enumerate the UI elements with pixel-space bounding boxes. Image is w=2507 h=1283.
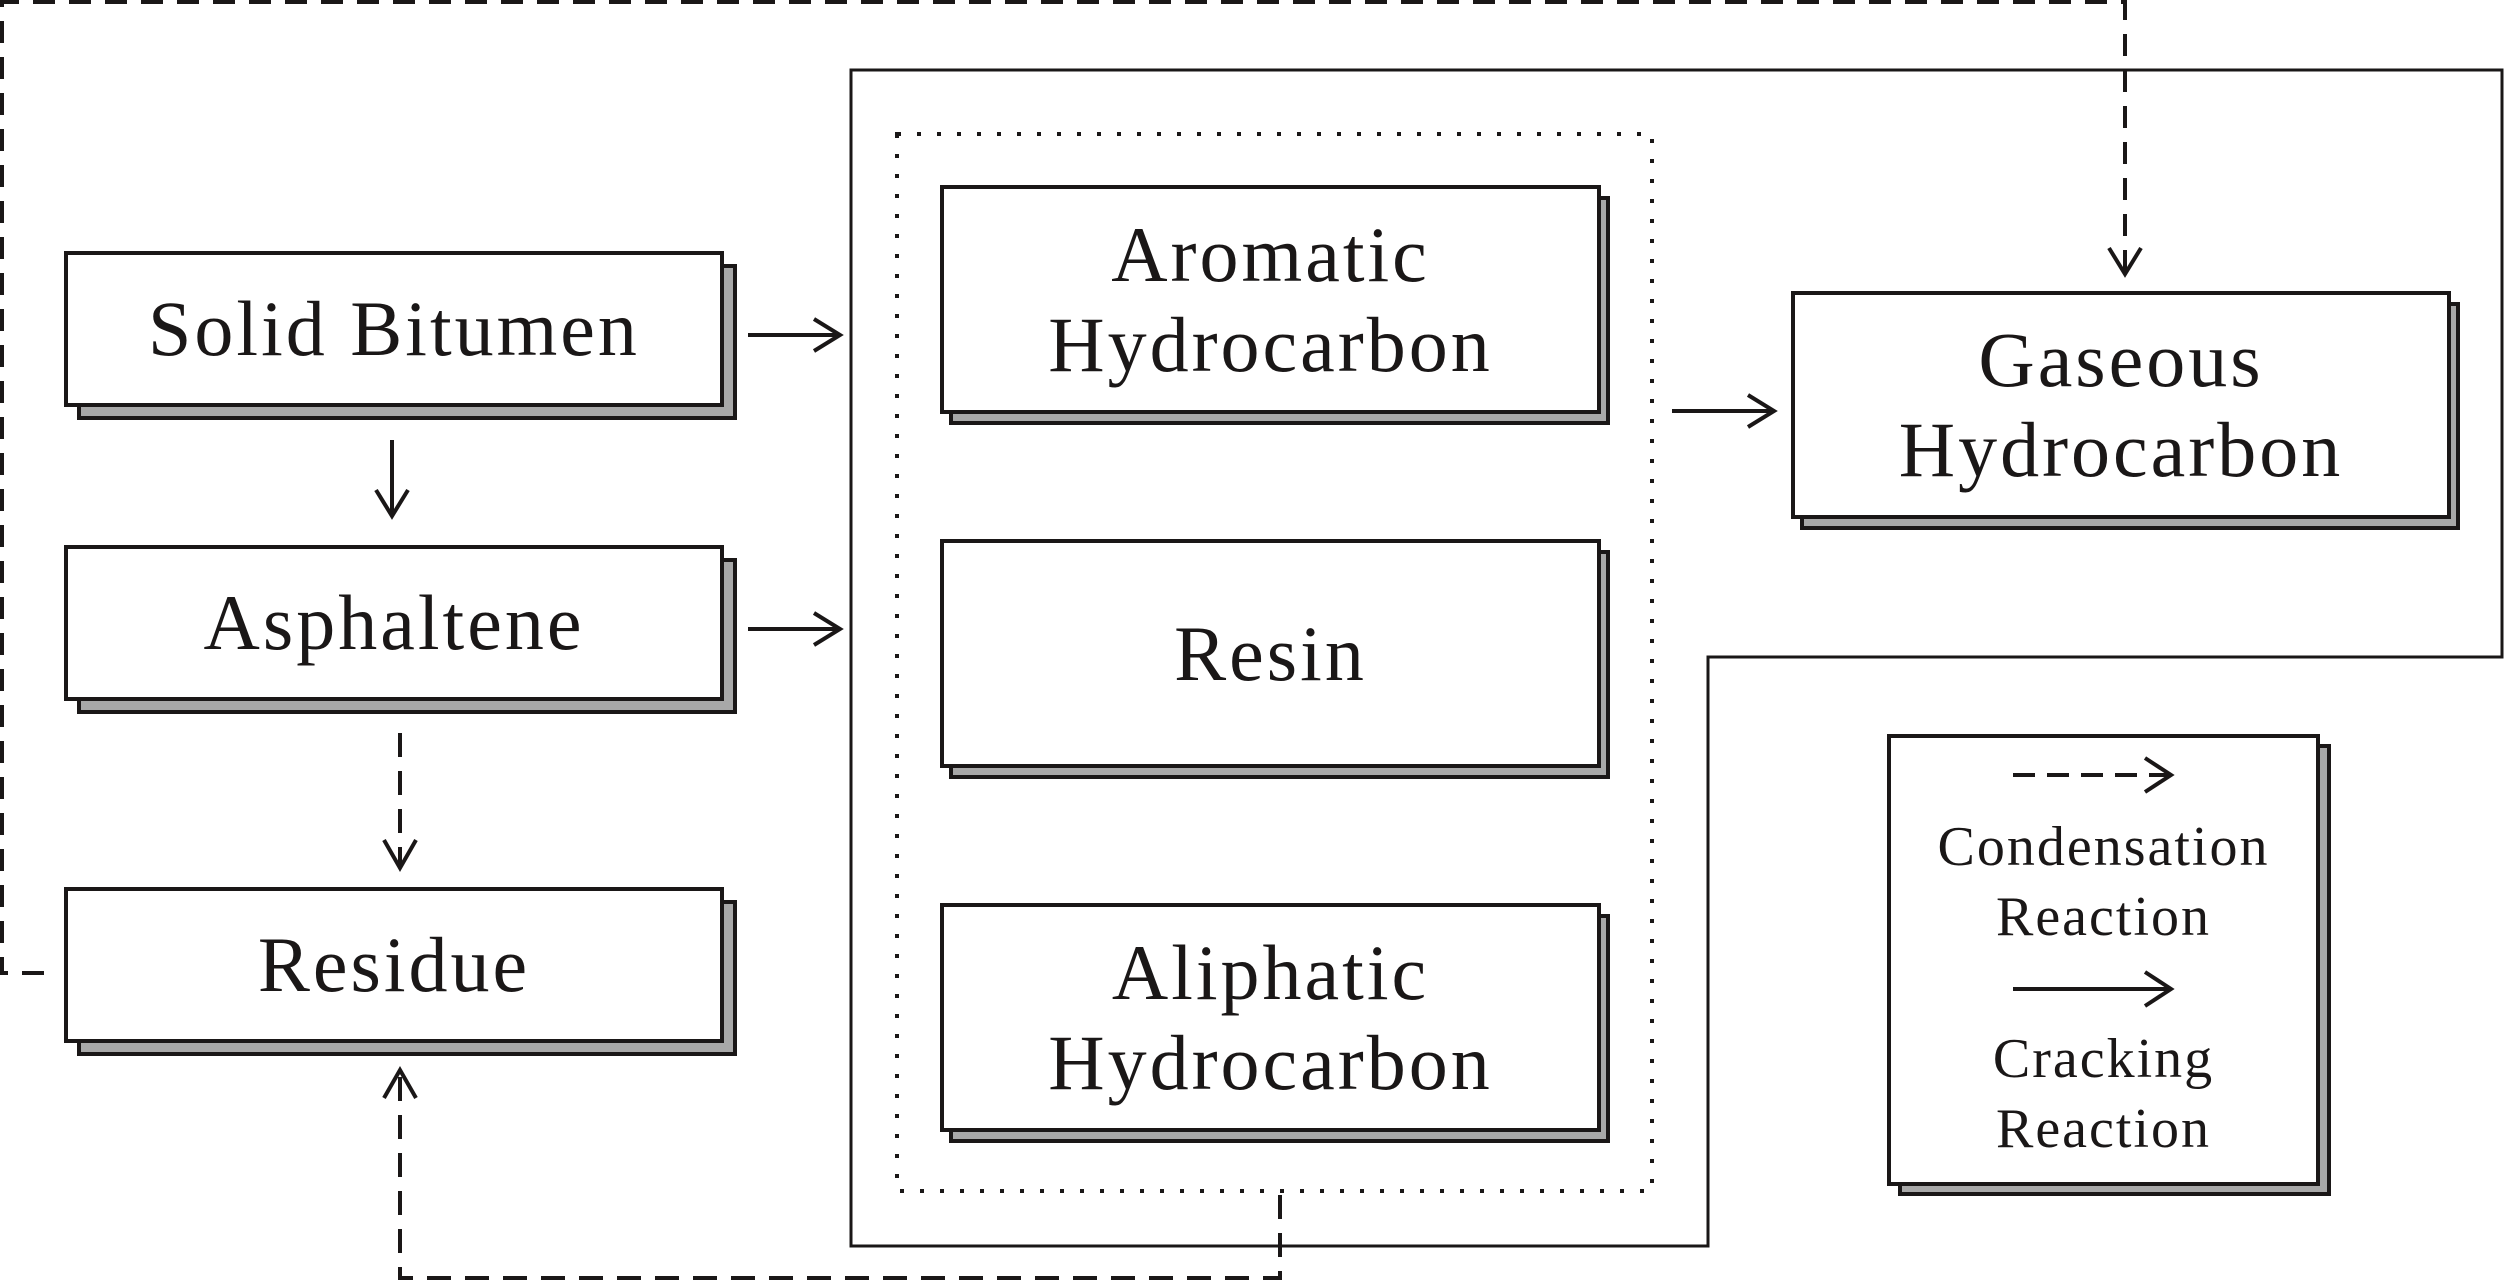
condensation-arrow-oil-to-residue: [398, 1072, 1282, 1280]
node-label: Aliphatic Hydrocarbon: [1048, 928, 1493, 1106]
node-solid-bitumen: Solid Bitumen: [64, 251, 724, 407]
node-aliphatic-hydrocarbon: Aliphatic Hydrocarbon: [940, 903, 1601, 1132]
condensation-arrow-residue-to-gaseous: [0, 0, 2127, 975]
node-residue: Residue: [64, 887, 724, 1043]
legend-cracking-label: Cracking Reaction: [1992, 1028, 2215, 1160]
oil-group-outline: [849, 68, 2504, 1248]
node-label: Resin: [1174, 609, 1367, 697]
node-label: Aromatic Hydrocarbon: [1048, 210, 1493, 388]
node-label: Asphaltene: [203, 579, 585, 666]
node-resin: Resin: [940, 539, 1601, 768]
node-aromatic-hydrocarbon: Aromatic Hydrocarbon: [940, 185, 1601, 414]
legend-condensation-label: Condensation Reaction: [1937, 816, 2270, 948]
liquid-components-group: [895, 132, 1654, 1193]
legend: Condensation Reaction Cracking Reaction: [1887, 734, 2320, 1186]
node-label: Residue: [257, 921, 531, 1008]
node-asphaltene: Asphaltene: [64, 545, 724, 701]
legend-symbols: [2013, 756, 2175, 1008]
node-gaseous-hydrocarbon: Gaseous Hydrocarbon: [1791, 291, 2451, 519]
node-label: Solid Bitumen: [148, 285, 640, 372]
node-label: Gaseous Hydrocarbon: [1898, 316, 2344, 493]
